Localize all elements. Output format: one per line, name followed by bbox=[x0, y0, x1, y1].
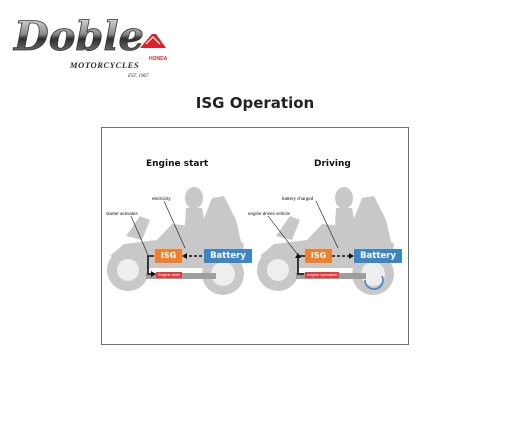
left-front-wheel-hub bbox=[117, 259, 139, 281]
logo-subtitle: MOTORCYCLES bbox=[69, 60, 139, 70]
driving-heading: Driving bbox=[314, 159, 351, 169]
honda-wing-icon bbox=[140, 34, 166, 48]
left-isg-box: ISG bbox=[155, 249, 182, 263]
right-battery-box: Battery bbox=[354, 249, 402, 263]
callout-electricity: electricity bbox=[152, 196, 171, 201]
right-isg-box: ISG bbox=[305, 249, 332, 263]
honda-text: HONDA bbox=[149, 56, 168, 62]
callout-engine-drives: engine drives vehicle bbox=[248, 211, 291, 216]
doble-logo-graphic: Doble HONDA MOTORCYCLES EST. 1967 bbox=[13, 13, 168, 79]
right-rear-wheel-hub bbox=[361, 262, 385, 286]
logo-est: EST. 1967 bbox=[127, 74, 149, 79]
right-engine-operation-tag: engine operation bbox=[305, 272, 339, 278]
logo-script-text: Doble bbox=[13, 13, 144, 60]
right-flow-arrows bbox=[267, 200, 354, 275]
callout-starter-activates: starter activates bbox=[106, 211, 138, 216]
engine-start-heading: Engine start bbox=[146, 159, 209, 169]
right-front-wheel-hub bbox=[267, 259, 289, 281]
left-engine-start-tag: Engine start bbox=[156, 272, 182, 278]
page-title: ISG Operation bbox=[195, 94, 315, 112]
left-flow-arrows bbox=[130, 200, 202, 277]
left-rear-wheel-hub bbox=[211, 262, 235, 286]
wheel-rotation-arrow-icon bbox=[364, 275, 384, 290]
doble-logo: Doble HONDA MOTORCYCLES EST. 1967 bbox=[10, 8, 170, 80]
left-battery-box: Battery bbox=[204, 249, 252, 263]
callout-battery-charged: battery charged bbox=[282, 196, 314, 201]
isg-diagram: Engine start Driving electricity starter… bbox=[101, 127, 409, 345]
